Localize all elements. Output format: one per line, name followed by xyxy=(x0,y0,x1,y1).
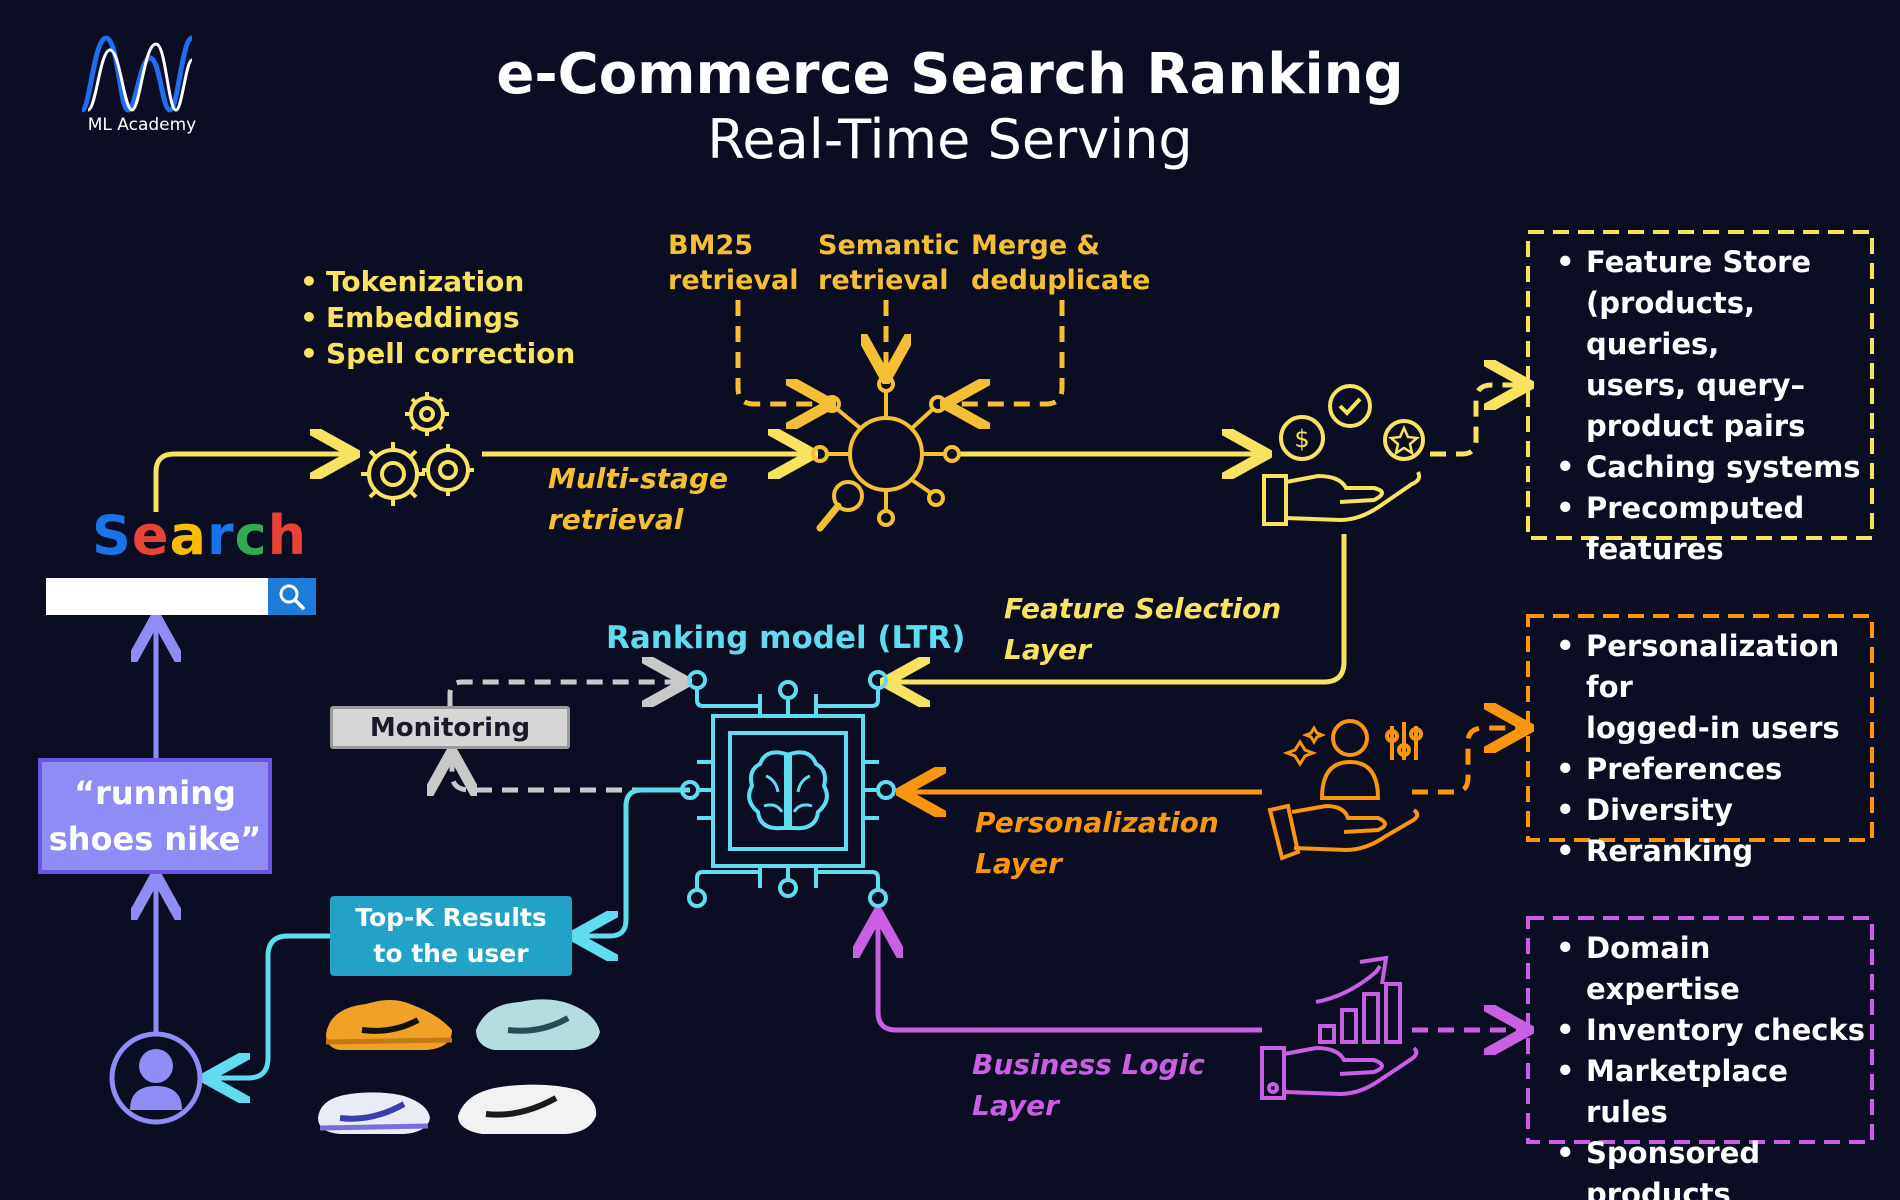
list-item: logged-in users xyxy=(1586,711,1840,745)
list-item: •Preferences xyxy=(1556,752,1783,786)
arrow-monitoring-to-model xyxy=(447,682,682,706)
feature-selection-label: Feature Selection Layer xyxy=(1004,592,1282,666)
feature-store-box-text: •Feature Store (products, queries, users… xyxy=(1556,242,1866,570)
preprocessing-item: Embeddings xyxy=(296,300,575,336)
svg-text:$: $ xyxy=(1294,425,1309,453)
arrow-feature-selection-to-model xyxy=(890,534,1347,682)
monitoring-box: Monitoring xyxy=(330,706,570,749)
business-logic-box xyxy=(1526,916,1874,1144)
list-item: •Feature Store xyxy=(1556,245,1812,279)
search-letter: c xyxy=(234,504,268,567)
hand-with-coins-icon: $ xyxy=(1262,384,1425,526)
user-avatar-icon xyxy=(109,1031,203,1125)
search-letter: S xyxy=(92,504,132,567)
semantic-label: Semantic retrieval xyxy=(818,230,960,296)
arrow-bm25-to-hub xyxy=(735,300,826,404)
arrow-topk-to-user xyxy=(210,933,330,1078)
merge-label: Merge & deduplicate xyxy=(971,230,1151,296)
ml-academy-logo-icon xyxy=(79,35,194,113)
search-letter: r xyxy=(206,504,235,567)
list-item: •Reranking xyxy=(1556,834,1754,868)
ai-chip-brain-icon xyxy=(680,670,896,908)
multi-stage-retrieval-label: Multi-stage retrieval xyxy=(548,462,728,536)
list-item: products xyxy=(1586,1177,1731,1200)
retrieval-hub-icon xyxy=(811,375,961,532)
page-subtitle: Real-Time Serving xyxy=(707,108,1193,171)
ranking-model-label: Ranking model (LTR) xyxy=(606,620,966,656)
search-input[interactable] xyxy=(46,578,268,615)
preprocessing-item: Tokenization xyxy=(296,264,575,300)
bm25-label: BM25 retrieval xyxy=(668,230,799,296)
preprocessing-list: Tokenization Embeddings Spell correction xyxy=(296,264,575,372)
arrow-personalization-to-box xyxy=(1412,728,1524,795)
arrow-model-to-monitoring xyxy=(452,756,674,790)
personalization-box xyxy=(1526,614,1874,842)
search-letter: e xyxy=(131,504,170,567)
list-item: product pairs xyxy=(1586,409,1806,443)
arrow-model-to-topk xyxy=(578,787,690,936)
list-item: users, query– xyxy=(1586,368,1806,402)
personalization-box-text: •Personalization for logged-in users •Pr… xyxy=(1556,626,1866,872)
logo-text: ML Academy xyxy=(87,115,197,135)
business-logic-box-text: •Domain expertise •Inventory checks •Mar… xyxy=(1556,928,1866,1200)
search-button[interactable] xyxy=(268,578,316,615)
magnifier-icon xyxy=(279,584,305,610)
running-shoes-icon xyxy=(318,999,600,1134)
list-item: (products, queries, xyxy=(1586,286,1755,361)
list-item: •Diversity xyxy=(1556,793,1733,827)
search-logo: Search xyxy=(92,504,307,567)
arrow-merge-to-hub xyxy=(950,300,1065,404)
arrow-business-logic-to-model xyxy=(878,918,1262,1033)
arrow-feature-selection-to-box xyxy=(1430,385,1524,457)
arrow-search-to-preprocessing xyxy=(153,454,350,512)
list-item: •Inventory checks xyxy=(1556,1013,1865,1047)
gears-icon xyxy=(361,392,474,506)
business-logic-label: Business Logic Layer xyxy=(972,1048,1205,1122)
hand-with-growth-chart-icon xyxy=(1260,955,1419,1100)
hand-with-person-icon xyxy=(1267,719,1423,861)
list-item: •Caching systems xyxy=(1556,450,1861,484)
list-item: •Domain expertise xyxy=(1556,931,1740,1006)
list-item: •Sponsored xyxy=(1556,1136,1761,1170)
search-letter: a xyxy=(169,504,207,567)
personalization-label: Personalization Layer xyxy=(975,806,1219,880)
page-title: e-Commerce Search Ranking xyxy=(496,42,1404,107)
list-item: •Personalization for xyxy=(1556,629,1840,704)
search-letter: h xyxy=(267,504,308,567)
list-item: features xyxy=(1586,532,1724,566)
preprocessing-item: Spell correction xyxy=(296,336,575,372)
list-item: •Marketplace rules xyxy=(1556,1054,1788,1129)
list-item: •Precomputed xyxy=(1556,491,1805,525)
